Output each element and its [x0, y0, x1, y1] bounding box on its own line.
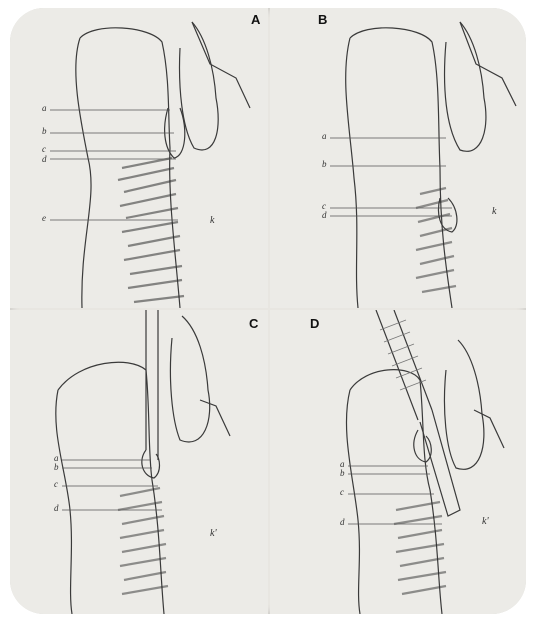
panel-b-label-d: d: [322, 210, 327, 220]
panel-c-instrument: [146, 310, 158, 460]
panel-c-label-b: b: [54, 462, 59, 472]
panel-a-label-b: b: [42, 126, 47, 136]
figure-plate: A a b c d e k: [10, 8, 526, 614]
panel-c-shading: [118, 488, 168, 594]
panel-d-tooth-outline: [444, 340, 483, 469]
panel-b-label-b: b: [322, 159, 327, 169]
panel-d-shading: [394, 502, 446, 594]
panel-b-tissue-outline: [350, 28, 452, 308]
panel-a: A a b c d e k: [10, 8, 268, 308]
panel-a-label-d: d: [42, 154, 47, 164]
panel-a-drawing: [10, 8, 268, 308]
panel-b-shading: [416, 188, 456, 292]
panel-d-drawing: [270, 310, 526, 614]
panel-d-letter: D: [310, 316, 320, 331]
panel-c-letter: C: [249, 316, 259, 331]
panel-d-pocket: [414, 430, 431, 462]
panel-c-label-d: d: [54, 503, 59, 513]
panel-c-label-c: c: [54, 479, 58, 489]
panel-b-side-mark: k: [492, 206, 496, 217]
panel-d-label-c: c: [340, 487, 344, 497]
panel-b-letter: B: [318, 12, 328, 27]
panel-c-drawing: [10, 310, 268, 614]
panel-b: B a b c d k: [270, 8, 526, 308]
panel-a-leader-lines: [50, 110, 178, 220]
panel-d-side-mark: k': [482, 516, 489, 527]
panel-a-label-e: e: [42, 213, 46, 223]
panel-a-shading: [118, 158, 184, 302]
panel-a-tissue-left-edge: [76, 38, 91, 308]
panel-d-tissue-left-edge: [346, 390, 360, 614]
panel-c: C a b c d k': [10, 310, 268, 614]
panel-b-label-a: a: [322, 131, 327, 141]
panel-d-tooth-crown: [474, 410, 504, 448]
panel-d-label-b: b: [340, 468, 345, 478]
panel-d-leader-lines: [348, 466, 442, 524]
panel-d-instrument: [376, 310, 432, 420]
panel-a-label-c: c: [42, 144, 46, 154]
panel-b-tooth-outline: [445, 22, 486, 151]
panel-a-label-a: a: [42, 103, 47, 113]
panel-b-drawing: [270, 8, 526, 308]
panel-a-side-mark: k: [210, 215, 214, 226]
panel-d-label-d: d: [340, 517, 345, 527]
panel-d: D a b c d k': [270, 310, 526, 614]
panel-d-tissue-outline: [350, 370, 442, 614]
panel-c-tooth-outline: [170, 316, 209, 442]
panel-b-tissue-left-edge: [346, 38, 358, 308]
panel-c-tissue-left-edge: [56, 390, 72, 614]
panel-a-letter: A: [251, 12, 261, 27]
panel-a-tissue-outline: [80, 28, 180, 308]
panel-c-leader-lines: [62, 460, 162, 510]
panel-c-side-mark: k': [210, 528, 217, 539]
